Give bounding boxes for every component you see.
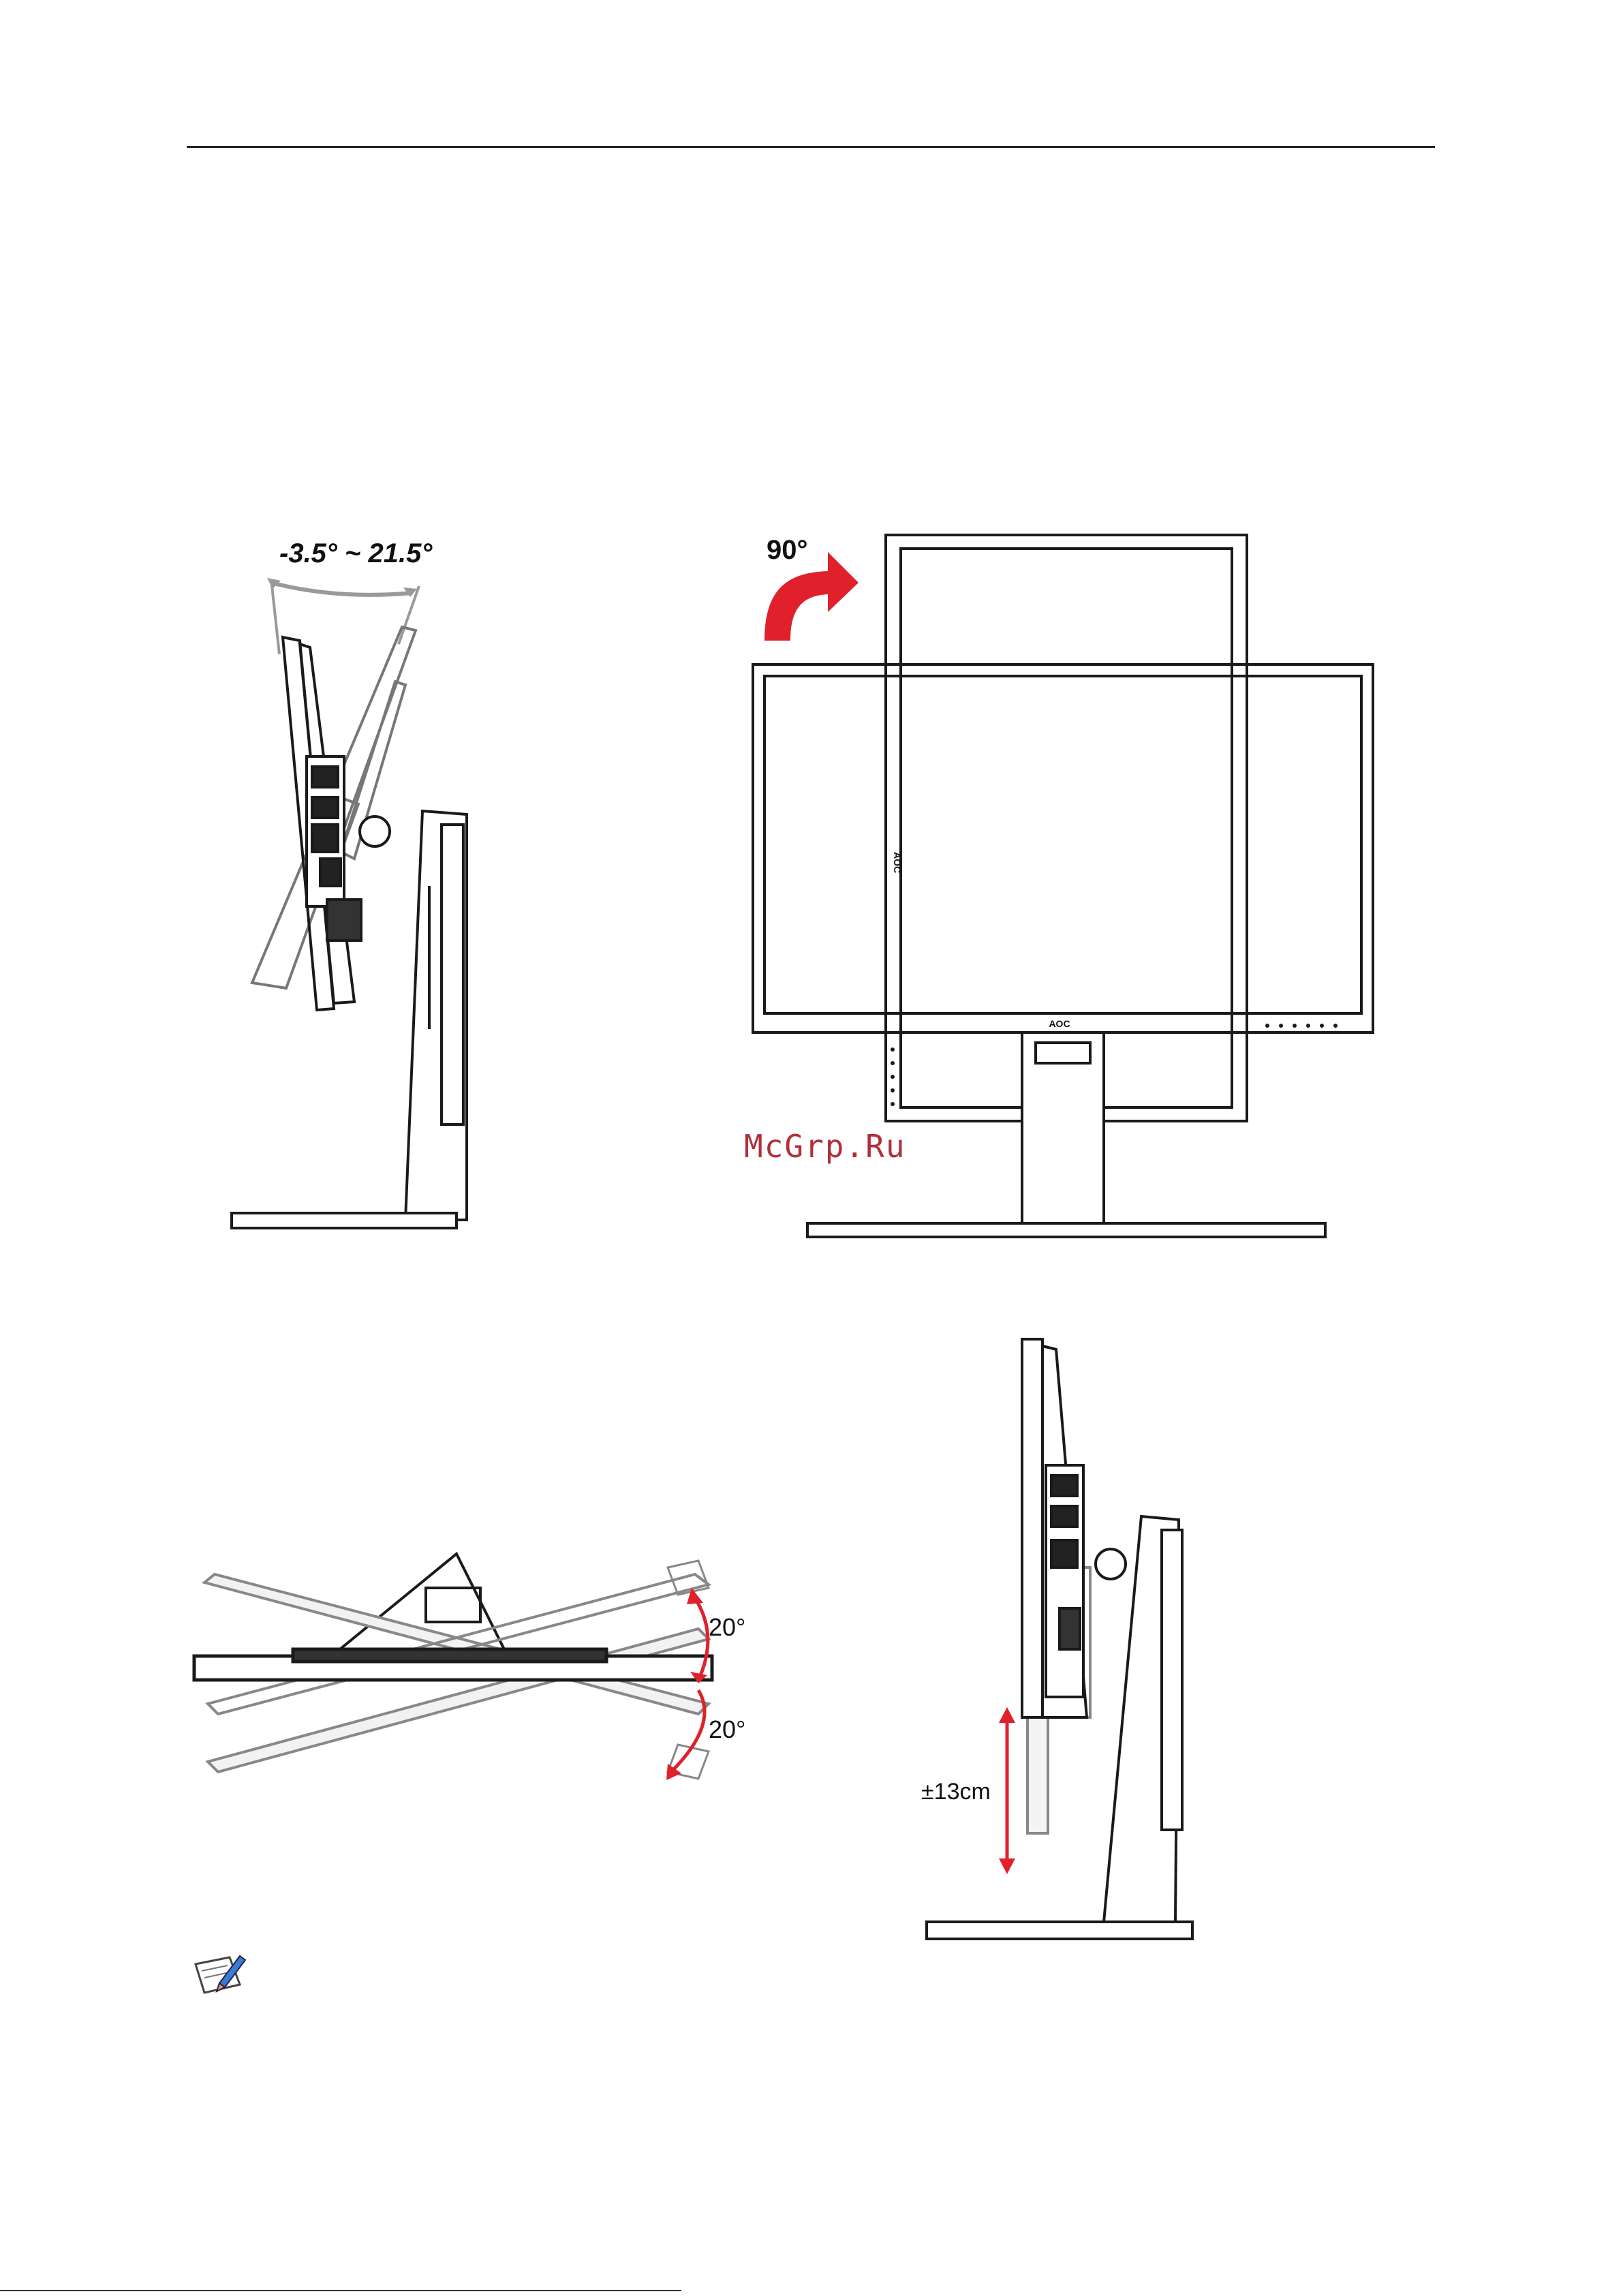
swivel-lower-label: 20°: [709, 1715, 745, 1743]
swivel-figure: 20° 20°: [191, 1547, 777, 1806]
height-figure: ±13cm: [906, 1336, 1206, 1949]
height-range-label: ±13cm: [921, 1779, 991, 1805]
footer-rule: [0, 2290, 681, 2291]
header-rule: [187, 146, 1435, 148]
pivot-angle-label: 90°: [767, 535, 808, 565]
tilt-figure: -3.5° ~ 21.5°: [225, 532, 511, 1254]
landscape-logo: AOC: [1049, 1018, 1070, 1029]
rotate-arrow-icon: [764, 552, 859, 641]
swivel-upper-label: 20°: [709, 1613, 745, 1641]
note-pencil-icon: [192, 1950, 247, 1998]
portrait-logo: AOC: [892, 852, 903, 873]
tilt-angle-label: -3.5° ~ 21.5°: [279, 538, 433, 568]
watermark: McGrp.Ru: [744, 1128, 906, 1165]
